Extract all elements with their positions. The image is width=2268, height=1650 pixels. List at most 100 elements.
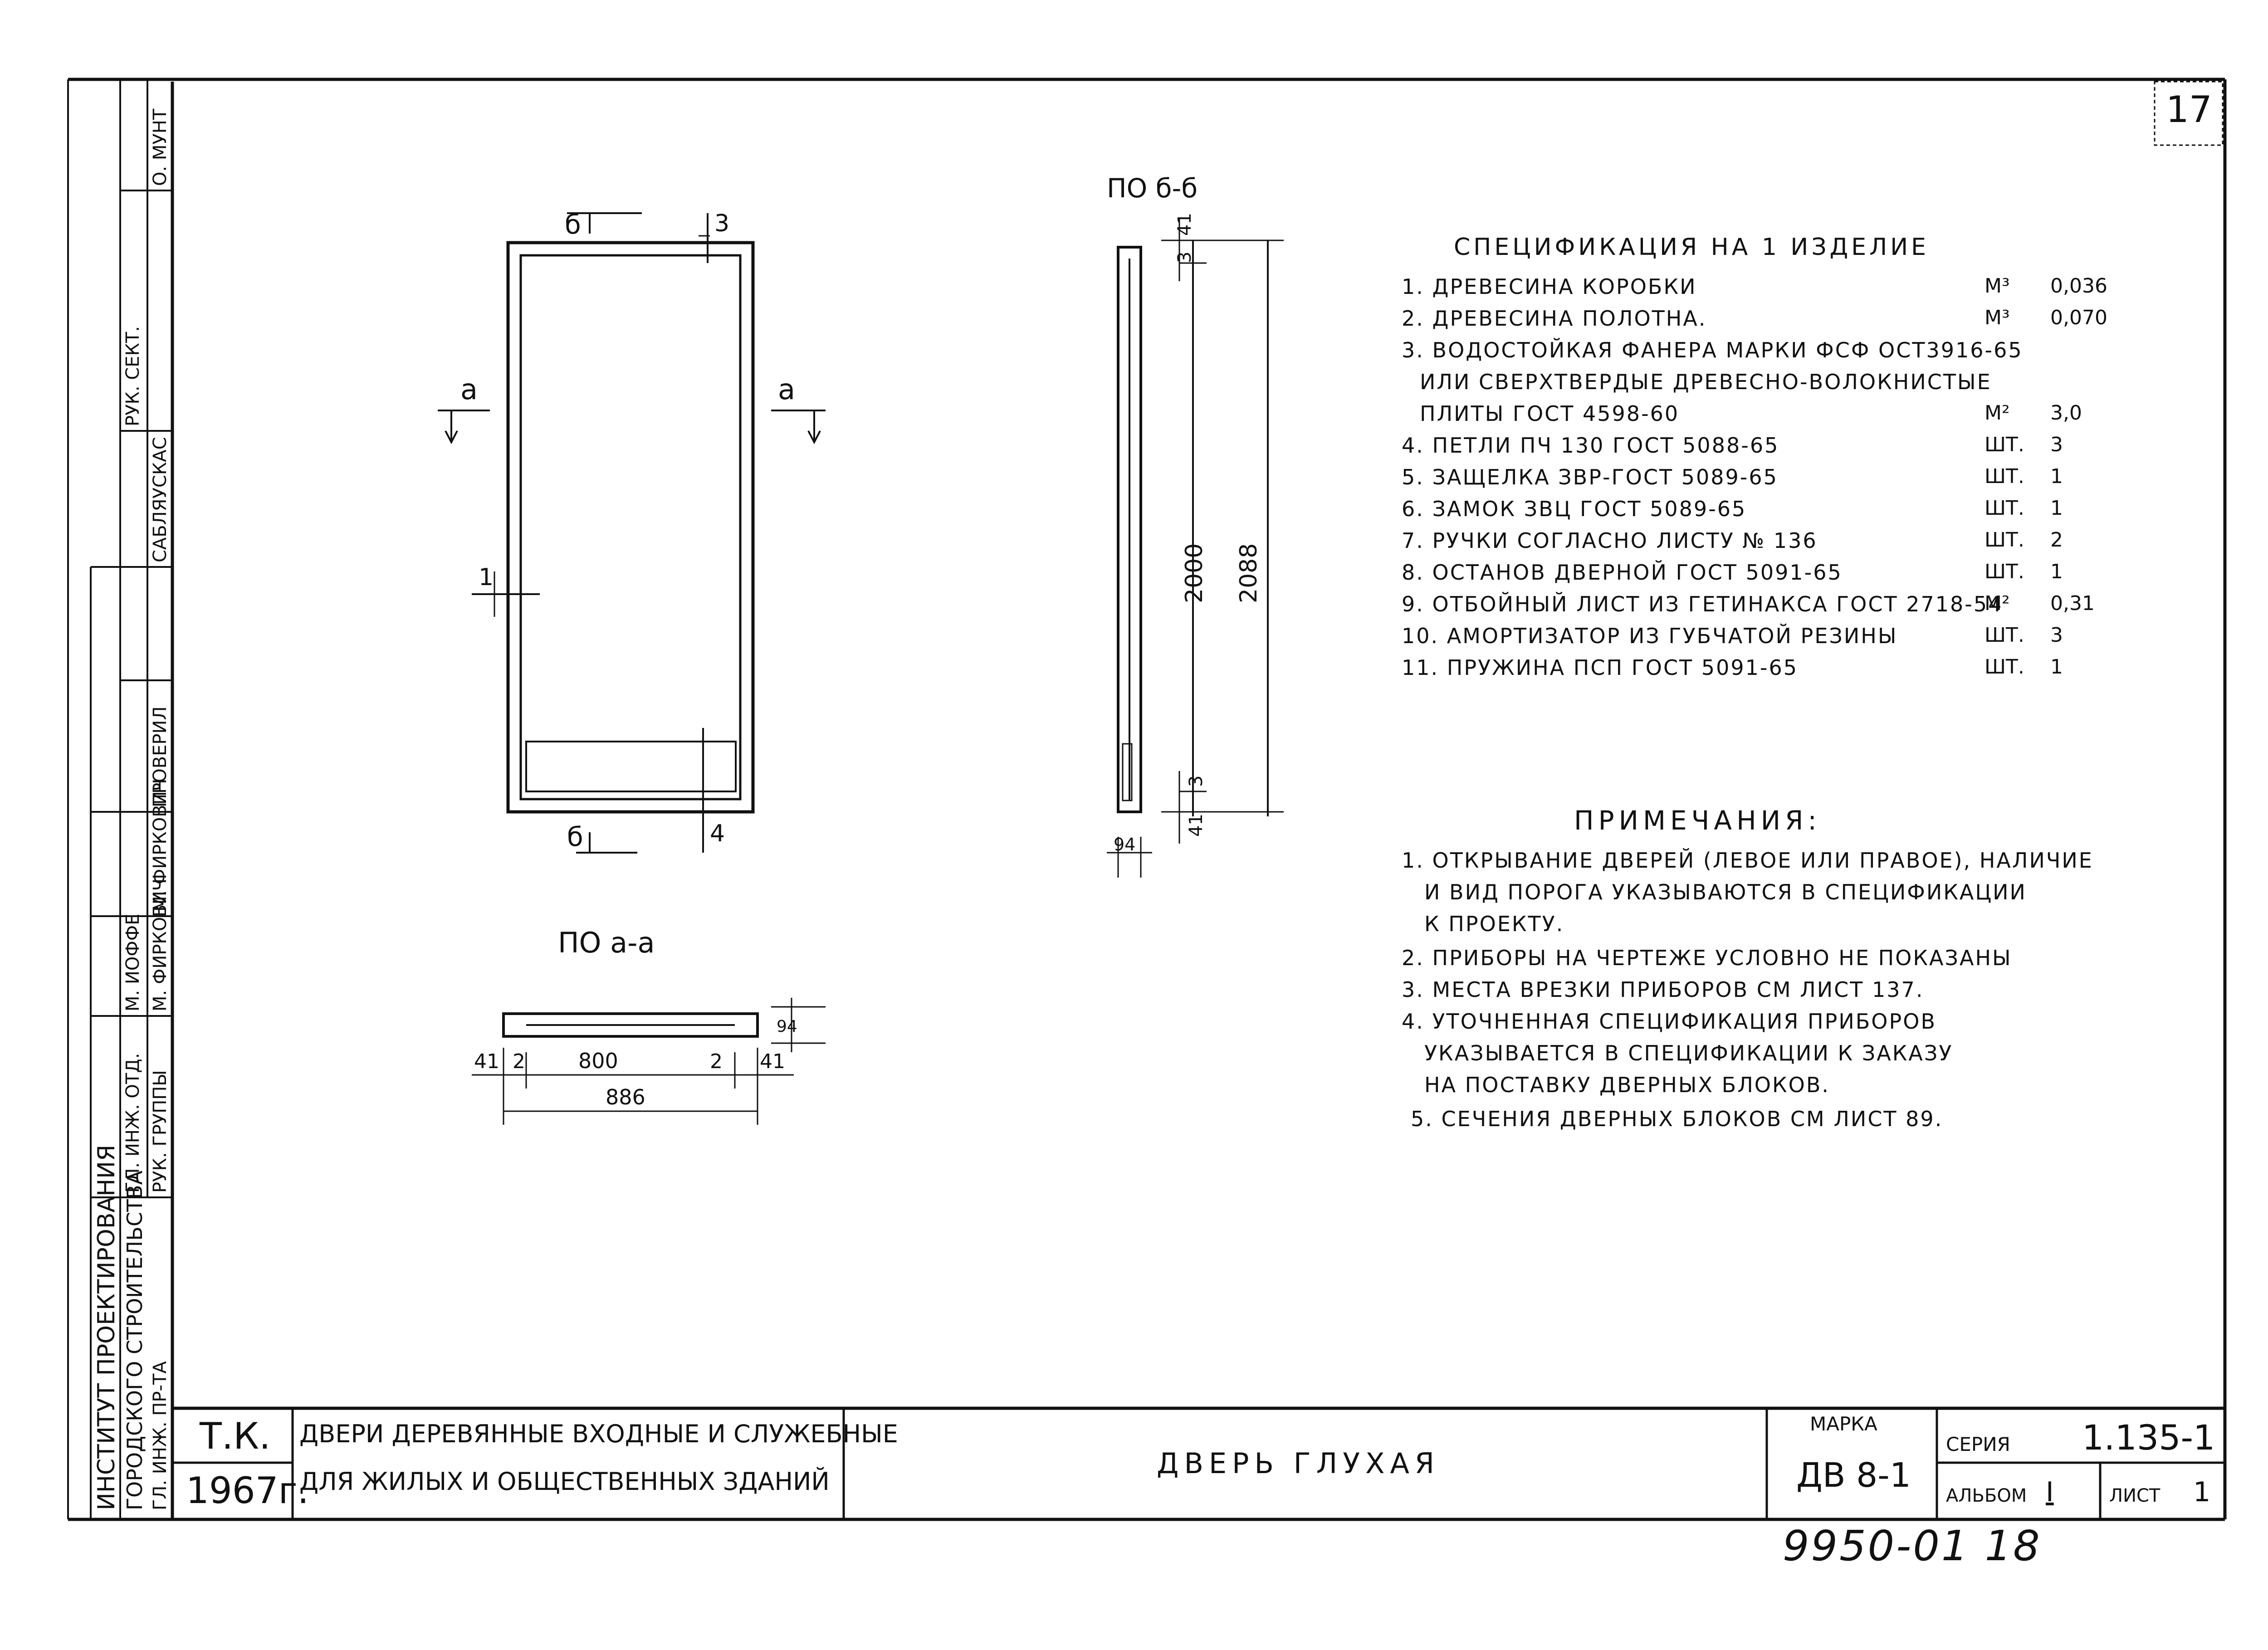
tb-year: 1967г. [186, 1469, 309, 1512]
note-line: 3. МЕСТА ВРЕЗКИ ПРИБОРОВ СМ ЛИСТ 137. [1402, 977, 1924, 1002]
title-block-grid [172, 1408, 2225, 1519]
tb-marka-label: МАРКА [1810, 1413, 1877, 1435]
side-name-munt: О. МУНТ [150, 108, 171, 186]
cut-b-bottom-label: б [567, 821, 583, 852]
section-aa-label: ПО а-а [558, 926, 655, 959]
note-line: И ВИД ПОРОГА УКАЗЫВАЮТСЯ В СПЕЦИФИКАЦИИ [1424, 880, 2027, 904]
sheet-frame [68, 78, 2227, 1521]
note-line: К ПРОЕКТУ. [1424, 912, 1564, 936]
dim-2-left: 2 [513, 1050, 525, 1073]
dim-2088: 2088 [1235, 543, 1262, 603]
spec-item-qty: 1 [2050, 655, 2063, 679]
dim-41-top: 41 [1174, 213, 1195, 236]
spec-item-text: 3. ВОДОСТОЙКАЯ ФАНЕРА МАРКИ ФСФ ОСТ3916-… [1402, 338, 2023, 362]
spec-item-text: 8. ОСТАНОВ ДВЕРНОЙ ГОСТ 5091-65 [1402, 560, 1843, 585]
spec-item-text: 9. ОТБОЙНЫЙ ЛИСТ ИЗ ГЕТИНАКСА ГОСТ 2718-… [1402, 592, 2003, 616]
note-line: 2. ПРИБОРЫ НА ЧЕРТЕЖЕ УСЛОВНО НЕ ПОКАЗАН… [1402, 946, 2012, 970]
spec-item-text: 4. ПЕТЛИ ПЧ 130 ГОСТ 5088-65 [1402, 433, 1779, 458]
specification-title: СПЕЦИФИКАЦИЯ НА 1 ИЗДЕЛИЕ [1454, 234, 1930, 261]
spec-item-text: 10. АМОРТИЗАТОР ИЗ ГУБЧАТОЙ РЕЗИНЫ [1402, 624, 1898, 648]
tb-bottom-number: 9950-01 18 [1783, 1522, 2042, 1570]
spec-item-unit: М³ [1984, 274, 2010, 298]
spec-item-unit: ШТ. [1984, 465, 2024, 488]
side-org-line2: ГОРОДСКОГО СТРОИТЕЛЬСТВА [122, 1170, 147, 1510]
notes-title: ПРИМЕЧАНИЯ: [1574, 805, 1821, 836]
cut-a-right-label: а [778, 373, 795, 406]
side-role-proveril: ПРОВЕРИЛ [150, 706, 171, 807]
note-line: УКАЗЫВАЕТСЯ В СПЕЦИФИКАЦИИ К ЗАКАЗУ [1424, 1041, 1953, 1065]
spec-item-unit: ШТ. [1984, 528, 2024, 552]
sheet-corner-box [2154, 81, 2224, 146]
spec-item-text: 11. ПРУЖИНА ПСП ГОСТ 5091-65 [1402, 655, 1798, 680]
side-name-sablyauskas: САБЛЯУСКАС [150, 437, 171, 562]
cut-b-top-label: б [565, 209, 581, 240]
spec-item-qty: 1 [2050, 465, 2063, 488]
tb-seria-label: СЕРИЯ [1946, 1433, 2010, 1455]
dim-800: 800 [578, 1049, 618, 1073]
spec-item-qty: 1 [2050, 497, 2063, 520]
tb-album-value: I [2046, 1476, 2054, 1508]
spec-item-text: 1. ДРЕВЕСИНА КОРОБКИ [1402, 274, 1697, 299]
pos-3-label: 3 [714, 210, 729, 237]
spec-item-unit: М² [1984, 592, 2010, 615]
spec-item-qty: 1 [2050, 560, 2063, 583]
dim-886: 886 [606, 1085, 645, 1109]
spec-item-unit: ШТ. [1984, 497, 2024, 520]
side-org-line1: ИНСТИТУТ ПРОЕКТИРОВАНИЯ [93, 1144, 120, 1510]
spec-item-unit: М³ [1984, 306, 2010, 329]
tb-album-label: АЛЬБОМ [1946, 1485, 2027, 1506]
spec-item-qty: 0,070 [2050, 306, 2107, 329]
side-name-ioffe: М. ИОФФЕ [122, 913, 143, 1012]
dim-2-right: 2 [710, 1050, 723, 1073]
section-bb-label: ПО б-б [1107, 173, 1198, 204]
spec-item-unit: М² [1984, 401, 2010, 425]
pos-1-label: 1 [479, 564, 494, 591]
spec-item-unit: ШТ. [1984, 624, 2024, 647]
tb-list-label: ЛИСТ [2109, 1485, 2160, 1506]
section-aa-drawing [472, 998, 826, 1125]
tb-subject-line2: ДЛЯ ЖИЛЫХ И ОБЩЕСТВЕННЫХ ЗДАНИЙ [299, 1467, 830, 1496]
tb-seria-value: 1.135-1 [2082, 1417, 2215, 1458]
spec-item-qty: 3,0 [2050, 401, 2082, 425]
tb-marka-value: ДВ 8-1 [1796, 1456, 1911, 1495]
spec-item-text: 7. РУЧКИ СОГЛАСНО ЛИСТУ № 136 [1402, 528, 1818, 553]
spec-item-text: 2. ДРЕВЕСИНА ПОЛОТНА. [1402, 306, 1707, 331]
side-stamp-grid [67, 79, 172, 1519]
dim-41-bottom: 41 [1186, 814, 1207, 837]
side-role-ruk-sekt: РУК. СЕКТ. [122, 326, 143, 426]
cut-a-left-label: а [460, 373, 478, 406]
tb-tk: Т.К. [200, 1415, 271, 1457]
sheet-corner-number: 17 [2166, 88, 2212, 131]
side-role-gl-inzh-pr: ГЛ. ИНЖ. ПР-ТА [150, 1361, 171, 1510]
spec-item-text: 5. ЗАЩЕЛКА ЗВР-ГОСТ 5089-65 [1402, 465, 1778, 489]
spec-item-qty: 0,036 [2050, 274, 2107, 298]
spec-item-text: ИЛИ СВЕРХТВЕРДЫЕ ДРЕВЕСНО-ВОЛОКНИСТЫЕ [1420, 370, 1992, 394]
tb-name: ДВЕРЬ ГЛУХАЯ [1157, 1447, 1440, 1480]
spec-item-qty: 0,31 [2050, 592, 2095, 615]
dim-94-side: 94 [1114, 835, 1135, 854]
dim-2000: 2000 [1181, 543, 1208, 603]
dim-94-plan: 94 [777, 1017, 797, 1036]
pos-4-label: 4 [710, 820, 725, 847]
note-line: НА ПОСТАВКУ ДВЕРНЫХ БЛОКОВ. [1424, 1073, 1830, 1097]
spec-item-qty: 3 [2050, 624, 2063, 647]
spec-item-text: ПЛИТЫ ГОСТ 4598-60 [1420, 401, 1680, 426]
note-line: 1. ОТКРЫВАНИЕ ДВЕРЕЙ (ЛЕВОЕ ИЛИ ПРАВОЕ),… [1402, 848, 2093, 873]
dim-3-bottom: 3 [1186, 776, 1207, 787]
tb-subject-line1: ДВЕРИ ДЕРЕВЯННЫЕ ВХОДНЫЕ И СЛУЖЕБНЫЕ [299, 1420, 898, 1448]
tb-list-value: 1 [2193, 1476, 2211, 1508]
spec-item-unit: ШТ. [1984, 433, 2024, 456]
spec-item-unit: ШТ. [1984, 655, 2024, 679]
note-line: 4. УТОЧНЕННАЯ СПЕЦИФИКАЦИЯ ПРИБОРОВ [1402, 1009, 1937, 1034]
spec-item-qty: 3 [2050, 433, 2063, 456]
section-bb-drawing [1107, 218, 1284, 878]
spec-item-unit: ШТ. [1984, 560, 2024, 583]
spec-item-qty: 2 [2050, 528, 2063, 552]
side-role-ruk-gruppy: РУК. ГРУППЫ [150, 1070, 171, 1193]
door-elevation [438, 212, 826, 854]
dim-3-top: 3 [1174, 252, 1195, 263]
dim-41-left: 41 [474, 1050, 499, 1073]
note-line: 5. СЕЧЕНИЯ ДВЕРНЫХ БЛОКОВ СМ ЛИСТ 89. [1411, 1107, 1943, 1131]
side-role-gl-inzh-otd: ГЛ. ИНЖ. ОТД. [122, 1053, 143, 1193]
